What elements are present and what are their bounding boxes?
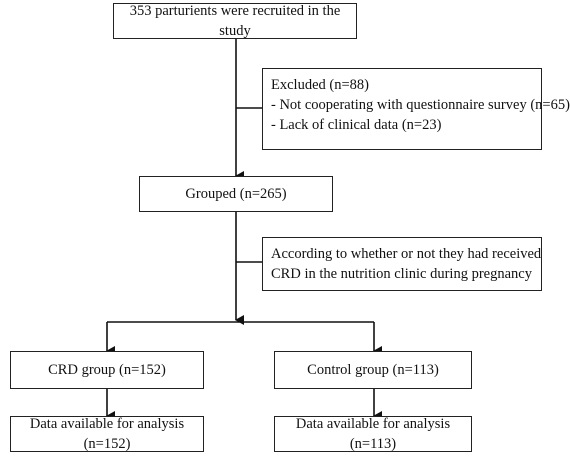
crd-analysis-box: Data available for analysis (n=152) — [10, 416, 204, 452]
excluded-item-clinical-data: - Lack of clinical data (n=23) — [271, 117, 442, 133]
connector-lines — [106, 38, 382, 421]
excluded-box: Excluded (n=88) - Not cooperating with q… — [262, 68, 570, 150]
crd-analysis-text: Data available for analysis (n=152) — [29, 416, 185, 452]
control-group-box: Control group (n=113) — [274, 351, 472, 389]
crd-group-box: CRD group (n=152) — [10, 351, 204, 389]
control-analysis-text: Data available for analysis (n=113) — [295, 416, 451, 452]
excluded-title: Excluded (n=88) — [271, 77, 369, 93]
control-analysis-box: Data available for analysis (n=113) — [274, 416, 472, 452]
criterion-box: According to whether or not they had rec… — [262, 237, 542, 291]
criterion-line-1: According to whether or not they had rec… — [271, 246, 542, 262]
recruited-box: 353 parturients were recruited in the st… — [113, 3, 357, 39]
recruited-text: 353 parturients were recruited in the st… — [129, 3, 341, 39]
grouped-text: Grouped (n=265) — [185, 186, 287, 202]
control-group-text: Control group (n=113) — [307, 362, 439, 378]
excluded-item-questionnaire: - Not cooperating with questionnaire sur… — [271, 97, 570, 113]
criterion-line-2: CRD in the nutrition clinic during pregn… — [271, 266, 532, 282]
grouped-box: Grouped (n=265) — [139, 176, 333, 212]
crd-group-text: CRD group (n=152) — [48, 362, 166, 378]
